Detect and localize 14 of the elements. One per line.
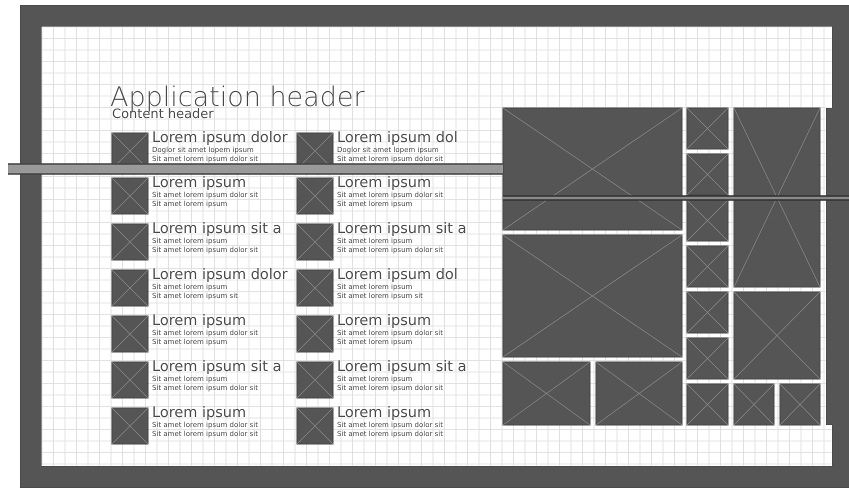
item-title: Lorem ipsum — [337, 175, 432, 191]
item-title: Lorem ipsum — [337, 313, 432, 329]
item-title: Lorem ipsum dolor — [152, 130, 288, 146]
item-title: Lorem ipsum — [152, 405, 246, 421]
item-title: Lorem ipsum sit a — [152, 359, 282, 375]
item-title: Lorem ipsum dol — [337, 267, 458, 283]
item-title: Lorem ipsum dol — [337, 130, 458, 146]
item-title: Lorem ipsum — [337, 405, 432, 421]
item-title: Lorem ipsum dolor — [152, 267, 288, 283]
item-title: Lorem ipsum sit a — [152, 221, 282, 237]
item-title: Lorem ipsum — [152, 313, 246, 329]
item-title: Lorem ipsum — [152, 175, 246, 191]
item-title: Lorem ipsum sit a — [337, 359, 466, 375]
item-title: Lorem ipsum sit a — [337, 221, 466, 237]
